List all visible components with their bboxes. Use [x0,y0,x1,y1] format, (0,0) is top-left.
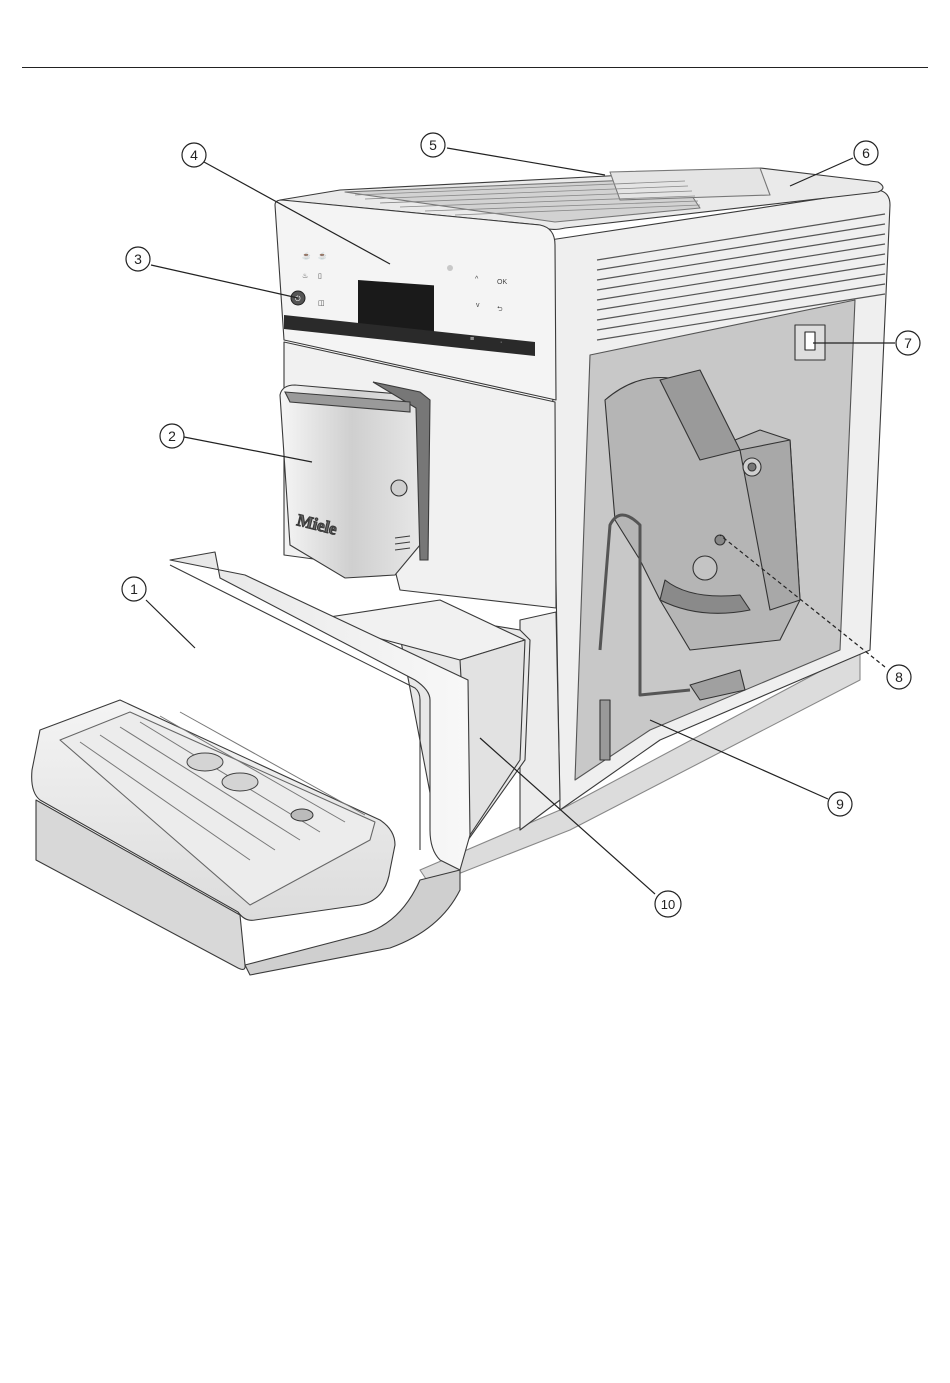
cup-icon-single[interactable]: ☕ [302,251,311,260]
svg-text:4: 4 [190,147,198,163]
sensor-dot [447,265,453,271]
svg-text:2: 2 [168,428,176,444]
tray-float [291,809,313,821]
svg-text:1: 1 [130,581,138,597]
dot-indicator: · [500,339,502,346]
svg-text:10: 10 [661,897,675,912]
svg-text:8: 8 [895,669,903,685]
callout-2: 2 [160,424,184,448]
menu-icon[interactable]: ≡ [470,336,474,343]
svg-text:9: 9 [836,796,844,812]
svg-text:7: 7 [904,335,912,351]
callout-9: 9 [828,792,852,816]
svg-text:6: 6 [862,145,870,161]
callout-8: 8 [887,665,911,689]
callout-7: 7 [896,331,920,355]
callout-3: 3 [126,247,150,271]
drip-tray [32,552,530,975]
svg-text:3: 3 [134,251,142,267]
callout-1: 1 [122,577,146,601]
svg-text:5: 5 [429,137,437,153]
pot-icon[interactable]: ♨ [302,272,308,280]
leader-line-5 [447,148,605,175]
tray-opening-1 [187,753,223,771]
callout-6: 6 [854,141,878,165]
central-spout: Miele [280,382,430,578]
steam-icon[interactable]: ◫ [318,300,325,307]
leader-line-3 [151,265,298,298]
down-button[interactable]: v [476,302,480,309]
ok-button[interactable]: OK [497,279,507,286]
cup-icon-double[interactable]: ☕ [318,251,327,260]
power-icon: ⏻ [295,295,301,303]
milk-icon[interactable]: ▯ [318,273,322,280]
tray-opening-2 [222,773,258,791]
callout-10: 10 [655,891,681,917]
callout-4: 4 [182,143,206,167]
leader-line-1 [146,600,195,648]
callout-5: 5 [421,133,445,157]
back-button[interactable]: ⮌ [497,305,503,313]
